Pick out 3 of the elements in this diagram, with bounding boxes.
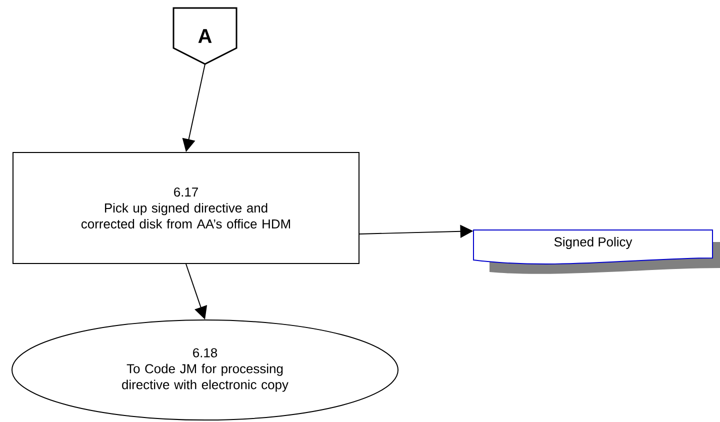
off-page-connector: A [172, 7, 238, 65]
node-label: Signed Policy [554, 236, 632, 250]
process-box: 6.17 Pick up signed directive and corrected disk from AA’s office HDM [12, 152, 360, 264]
